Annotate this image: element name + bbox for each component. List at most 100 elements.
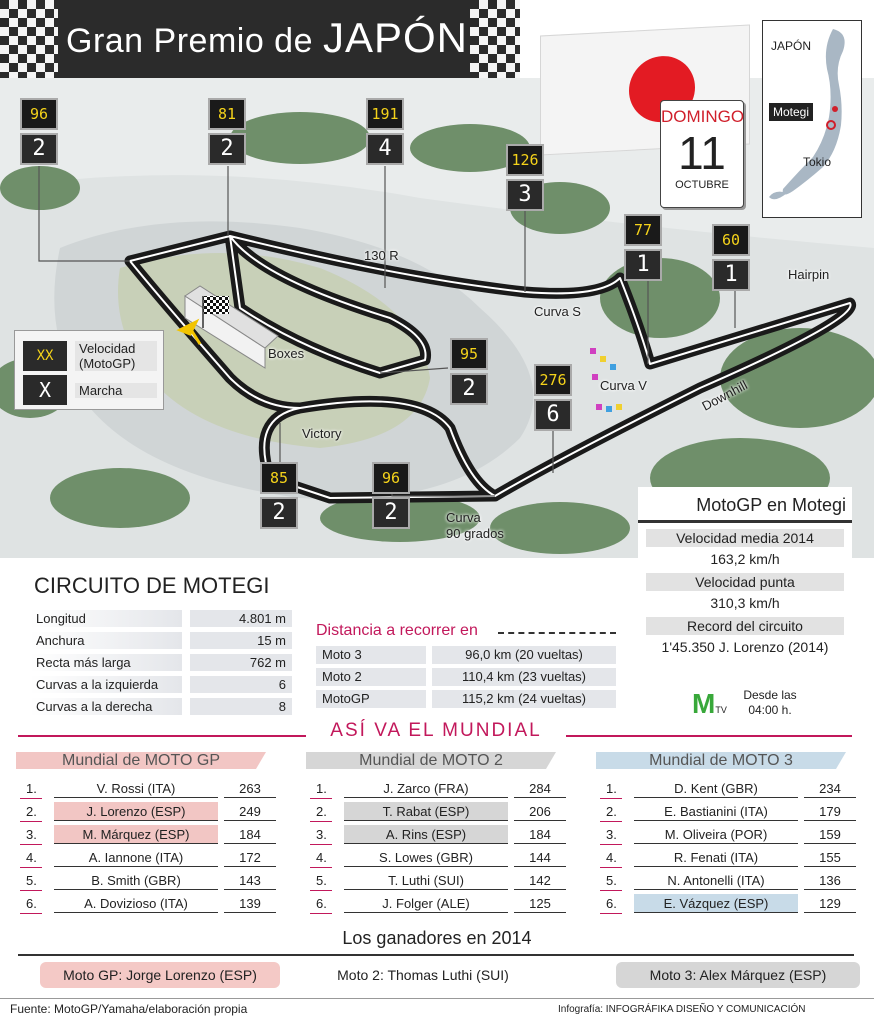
stat-label: Record del circuito (646, 617, 844, 635)
standings-rider: J. Folger (ALE) (344, 894, 508, 913)
distance-title: Distancia a recorrer en (316, 622, 478, 639)
position-underline (600, 844, 622, 845)
position-underline (20, 890, 42, 891)
standings-position: 2. (606, 804, 617, 819)
japan-silhouette (769, 29, 845, 200)
standings-position: 4. (316, 850, 327, 865)
position-underline (600, 867, 622, 868)
standings-points: 249 (224, 802, 276, 821)
standings-position: 1. (316, 781, 327, 796)
circuit-title: CIRCUITO DE MOTEGI (34, 573, 270, 598)
checkered-flag-icon (202, 296, 229, 328)
standings-points: 234 (804, 779, 856, 798)
label-130r: 130 R (364, 248, 399, 263)
standings-points: 125 (514, 894, 566, 913)
standings-rider: M. Márquez (ESP) (54, 825, 218, 844)
grandstand-icon (590, 348, 622, 412)
movistar-tv-logo: MTV (692, 688, 727, 720)
spec-key: Longitud (30, 610, 182, 627)
position-underline (310, 821, 332, 822)
footer-credit: Infografía: INFOGRÁFIKA DISEÑO Y COMUNIC… (558, 1004, 806, 1015)
locator-city: Tokio (803, 155, 832, 169)
corner-speed: 96 (20, 98, 58, 130)
standings-row: 5.T. Luthi (SUI)142 (306, 871, 566, 892)
standings-rider: M. Oliveira (POR) (634, 825, 798, 844)
position-underline (310, 913, 332, 914)
standings-rider: E. Bastianini (ITA) (634, 802, 798, 821)
standings-row: 5.B. Smith (GBR)143 (16, 871, 276, 892)
standings-row: 6. J. Folger (ALE) 125 (306, 894, 566, 915)
standings-rider: T. Rabat (ESP) (344, 802, 508, 821)
standings-position: 4. (26, 850, 37, 865)
distance-class: Moto 3 (316, 646, 426, 664)
spec-value: 762 m (190, 654, 292, 671)
corner-gear: 6 (534, 399, 572, 431)
standings-row: 2.T. Rabat (ESP)206 (306, 802, 566, 823)
label-hairpin: Hairpin (788, 267, 830, 282)
standings-row: 1.D. Kent (GBR)234 (596, 779, 856, 800)
japan-locator-map: JAPÓN Motegi Tokio (762, 20, 862, 218)
standings-position: 5. (606, 873, 617, 888)
stat-value: 310,3 km/h (710, 595, 780, 611)
title-prefix: Gran Premio de (66, 22, 313, 60)
standings-position: 3. (26, 827, 37, 842)
standings-position: 6. (606, 896, 617, 911)
corner-speed: 60 (712, 224, 750, 256)
motogp-motegi-title: MotoGP en Motegi (638, 487, 852, 523)
position-underline (310, 798, 332, 799)
stat-label: Velocidad media 2014 (646, 529, 844, 547)
corner-gear: 4 (366, 133, 404, 165)
direction-arrow-icon (176, 318, 202, 345)
position-underline (600, 821, 622, 822)
position-underline (600, 913, 622, 914)
corner-gear: 2 (20, 133, 58, 165)
position-underline (310, 890, 332, 891)
legend-speed-label: Velocidad (MotoGP) (75, 341, 157, 371)
standings-rider: A. Rins (ESP) (344, 825, 508, 844)
corner-gear: 2 (450, 373, 488, 405)
standings-position: 2. (26, 804, 37, 819)
standings-row: 2.J. Lorenzo (ESP)249 (16, 802, 276, 823)
corner-speed: 191 (366, 98, 404, 130)
standings-row: 3.A. Rins (ESP)184 (306, 825, 566, 846)
label-curva-v: Curva V (600, 378, 647, 393)
standings-rider: S. Lowes (GBR) (344, 848, 508, 867)
standings-row: 1.V. Rossi (ITA)263 (16, 779, 276, 800)
stat-label: Velocidad punta (646, 573, 844, 591)
standings-row: 5.N. Antonelli (ITA)136 (596, 871, 856, 892)
standings-row: 4.S. Lowes (GBR)144 (306, 848, 566, 869)
legend-gear-box: X (23, 375, 67, 405)
standings-row: 2.E. Bastianini (ITA)179 (596, 802, 856, 823)
standings-row: 1.J. Zarco (FRA)284 (306, 779, 566, 800)
standings-row: 4.R. Fenati (ITA)155 (596, 848, 856, 869)
label-boxes: Boxes (268, 346, 305, 361)
date-day-number: 11 (678, 127, 726, 179)
legend-gear: X Marcha (23, 375, 157, 405)
corner-gear: 2 (208, 133, 246, 165)
position-underline (600, 798, 622, 799)
map-legend: XX Velocidad (MotoGP) X Marcha (14, 330, 164, 410)
motogp-motegi-panel: MotoGP en Motegi Velocidad media 2014 16… (638, 487, 852, 677)
standings-position: 6. (316, 896, 327, 911)
position-underline (20, 913, 42, 914)
label-victory: Victory (302, 426, 342, 441)
standings-position: 3. (606, 827, 617, 842)
spec-value: 15 m (190, 632, 292, 649)
position-underline (310, 844, 332, 845)
standings-title: Mundial de MOTO 3 (596, 752, 846, 769)
tv-broadcast: MTV Desde las 04:00 h. (692, 686, 852, 722)
standings-rider: D. Kent (GBR) (634, 779, 798, 798)
winner-motogp: Moto GP: Jorge Lorenzo (ESP) (40, 962, 280, 988)
standings-rider: R. Fenati (ITA) (634, 848, 798, 867)
standings-title: Mundial de MOTO 2 (306, 752, 556, 769)
